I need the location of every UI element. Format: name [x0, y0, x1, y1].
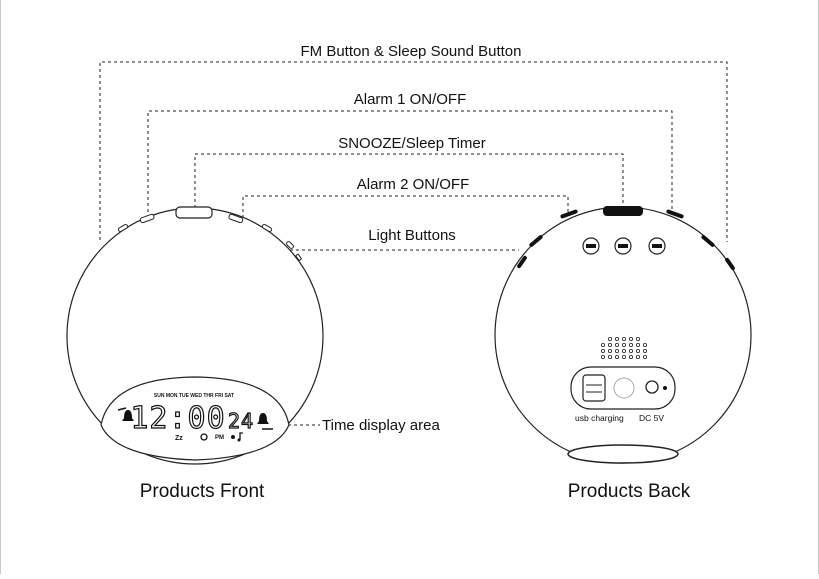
speaker-hole	[643, 348, 648, 353]
speaker-hole	[615, 336, 620, 341]
speaker-hole	[636, 336, 641, 341]
alarm-bell-left-icon	[117, 407, 134, 421]
display-pm: PM	[215, 435, 224, 441]
speaker-hole	[622, 336, 627, 341]
left-frame-edge	[0, 0, 1, 574]
front-top-buttons	[117, 213, 302, 261]
music-note-icon	[237, 432, 243, 442]
speaker-hole	[636, 354, 641, 359]
speaker-hole	[643, 354, 648, 359]
dc-port	[645, 380, 659, 394]
center-port	[613, 377, 635, 399]
speaker-hole	[615, 348, 620, 353]
speaker-hole	[601, 342, 606, 347]
callout-leaders	[99, 61, 728, 426]
alarm2-leader	[242, 195, 569, 218]
back-snooze-grille	[603, 206, 643, 216]
alarm1-leader	[147, 110, 673, 218]
light-buttons-label: Light Buttons	[368, 227, 456, 244]
indicator-dot	[663, 386, 667, 390]
display-weekdays: SUN MON TUE WED THR FRI SAT	[154, 393, 234, 399]
speaker-hole	[629, 336, 634, 341]
alarm-bell-right-icon	[257, 413, 273, 430]
fm-sleep-sound-leader	[99, 61, 728, 242]
speaker-hole	[622, 342, 627, 347]
speaker-holes	[601, 336, 648, 359]
caption-front: Products Front	[140, 481, 265, 502]
speaker-hole	[601, 354, 606, 359]
speaker-hole	[622, 348, 627, 353]
caption-back: Products Back	[568, 481, 691, 502]
speaker-hole	[629, 342, 634, 347]
front-display-area	[100, 376, 290, 461]
speaker-hole	[601, 348, 606, 353]
speaker-hole	[608, 354, 613, 359]
display-time: 12:00	[130, 401, 225, 436]
speaker-hole	[608, 348, 613, 353]
snooze-leader	[194, 153, 624, 208]
snooze-sleep-timer-label: SNOOZE/Sleep Timer	[338, 135, 486, 152]
alarm1-label: Alarm 1 ON/OFF	[354, 91, 467, 108]
speaker-hole	[608, 336, 613, 341]
usb-charging-label: usb charging	[575, 413, 624, 423]
light-icon	[231, 435, 235, 439]
display-seconds: 24	[228, 409, 254, 433]
speaker-hole	[629, 348, 634, 353]
speaker-hole	[608, 342, 613, 347]
product-back: usb charging DC 5V	[494, 206, 752, 464]
timer-icon	[200, 433, 208, 441]
speaker-hole	[636, 342, 641, 347]
back-side-buttons	[517, 209, 735, 271]
speaker-hole	[629, 354, 634, 359]
time-display-label: Time display area	[322, 417, 440, 434]
speaker-hole	[643, 342, 648, 347]
usb-port	[582, 374, 606, 402]
speaker-hole	[615, 354, 620, 359]
speaker-hole	[636, 348, 641, 353]
fm-sleep-sound-label: FM Button & Sleep Sound Button	[301, 43, 522, 60]
alarm2-label: Alarm 2 ON/OFF	[357, 176, 470, 193]
speaker-hole	[622, 354, 627, 359]
product-front: SUN MON TUE WED THR FRI SAT 12:00 24 PM …	[66, 206, 324, 465]
front-snooze-button	[175, 206, 213, 219]
dc-5v-label: DC 5V	[639, 413, 664, 423]
back-stand	[567, 444, 679, 464]
back-round-buttons	[582, 237, 666, 255]
display-zz: Zz	[175, 435, 183, 442]
speaker-hole	[615, 342, 620, 347]
